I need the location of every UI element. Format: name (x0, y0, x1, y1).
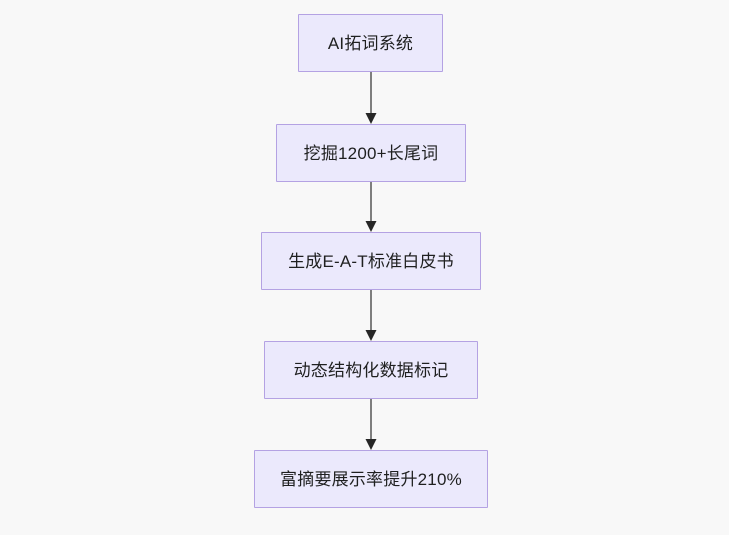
edge-n2-n3 (365, 182, 377, 232)
flow-node-label: 挖掘1200+长尾词 (303, 143, 439, 163)
flow-node-ai-keyword-system[interactable]: AI拓词系统 (298, 14, 443, 72)
edge-n1-n2 (365, 72, 377, 124)
edge-n4-n5 (365, 399, 377, 450)
flow-node-label: 生成E-A-T标准白皮书 (288, 251, 454, 271)
edge-n3-n4 (365, 290, 377, 341)
flow-node-label: 动态结构化数据标记 (293, 360, 449, 380)
flow-node-generate-eat-whitepaper[interactable]: 生成E-A-T标准白皮书 (261, 232, 481, 290)
flow-node-dynamic-structured-data-markup[interactable]: 动态结构化数据标记 (264, 341, 478, 399)
flow-node-mine-longtail-keywords[interactable]: 挖掘1200+长尾词 (276, 124, 466, 182)
flow-node-rich-snippet-impression-lift[interactable]: 富摘要展示率提升210% (254, 450, 488, 508)
flow-node-label: 富摘要展示率提升210% (280, 469, 462, 489)
flow-node-label: AI拓词系统 (327, 33, 414, 53)
